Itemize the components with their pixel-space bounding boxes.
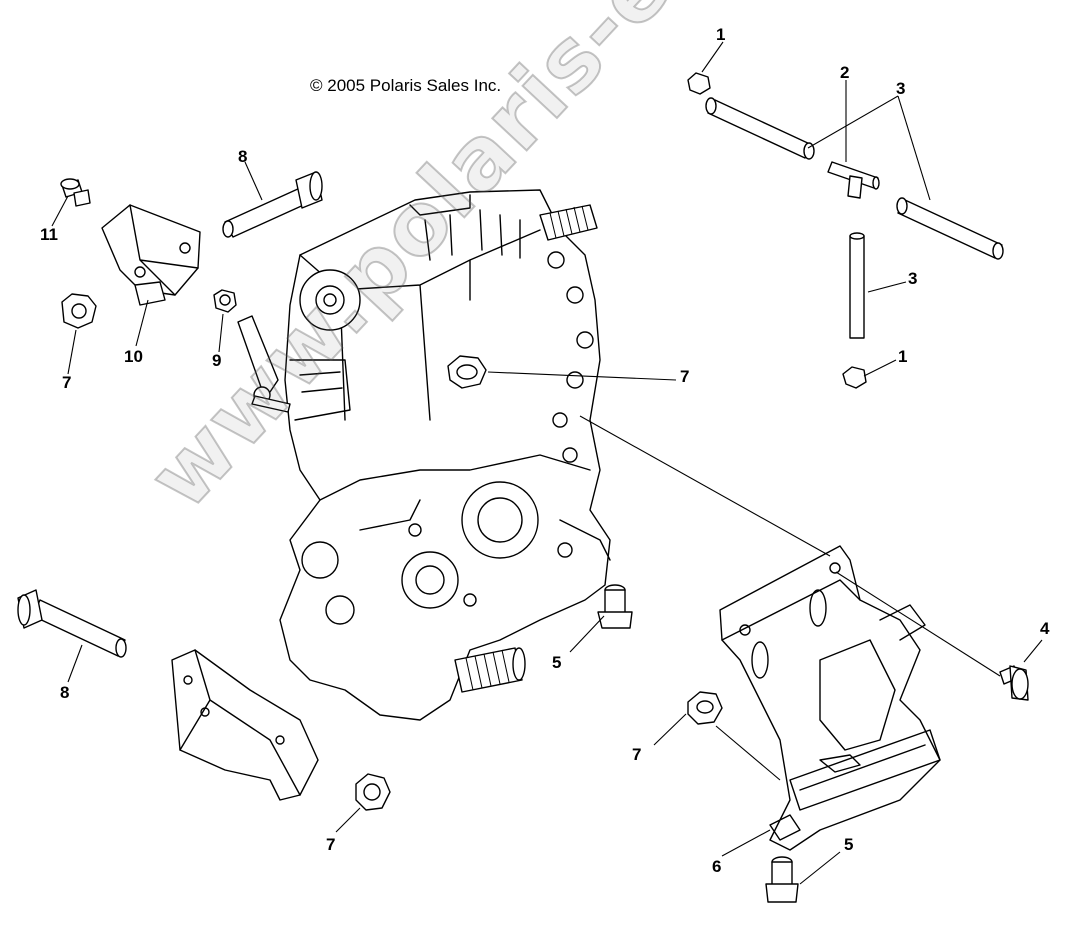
bolt-5-bottom <box>765 856 799 903</box>
leader-lines <box>51 41 1043 885</box>
transmission-housing <box>237 189 611 721</box>
callout-8-top: 8 <box>238 147 248 166</box>
bracket-lower-left <box>171 649 319 801</box>
bolt-8-lower <box>17 589 127 658</box>
callout-3-right: 3 <box>908 269 918 288</box>
callout-2: 2 <box>840 63 850 82</box>
bracket-10 <box>101 204 201 306</box>
hose-3-right <box>896 197 1004 260</box>
clamp-1-top <box>687 72 711 95</box>
hose-3-top <box>705 97 815 160</box>
clamp-1-lower <box>842 366 867 389</box>
mounting-plate-6 <box>719 545 941 851</box>
callout-4: 4 <box>1040 619 1050 638</box>
callout-1-lower: 1 <box>898 347 908 366</box>
callout-7-lower-right: 7 <box>632 745 642 764</box>
callout-10: 10 <box>124 347 143 366</box>
callout-3-top: 3 <box>896 79 906 98</box>
callout-7-bottom: 7 <box>326 835 336 854</box>
callout-5-bottom: 5 <box>844 835 854 854</box>
nut-7-upper-left <box>61 293 97 329</box>
callout-7-center: 7 <box>680 367 690 386</box>
callout-6: 6 <box>712 857 722 876</box>
callout-7-upper-left: 7 <box>62 373 72 392</box>
nut-7-lower-right <box>687 691 723 725</box>
callout-1-top: 1 <box>716 25 726 44</box>
tee-fitting-2 <box>827 161 880 199</box>
callout-9: 9 <box>212 351 222 370</box>
nut-7-center <box>447 355 487 389</box>
copyright-text: © 2005 Polaris Sales Inc. <box>310 76 502 95</box>
nut-9 <box>213 289 237 313</box>
callout-11: 11 <box>40 225 58 244</box>
callout-5-center: 5 <box>552 653 562 672</box>
hose-3-vertical <box>849 232 865 339</box>
bolt-5-center <box>597 584 633 629</box>
bolt-11 <box>60 178 91 207</box>
bolt-4 <box>999 665 1029 701</box>
callout-8-lower: 8 <box>60 683 70 702</box>
bolt-8-top <box>222 171 323 238</box>
nut-7-bottom <box>355 773 391 811</box>
